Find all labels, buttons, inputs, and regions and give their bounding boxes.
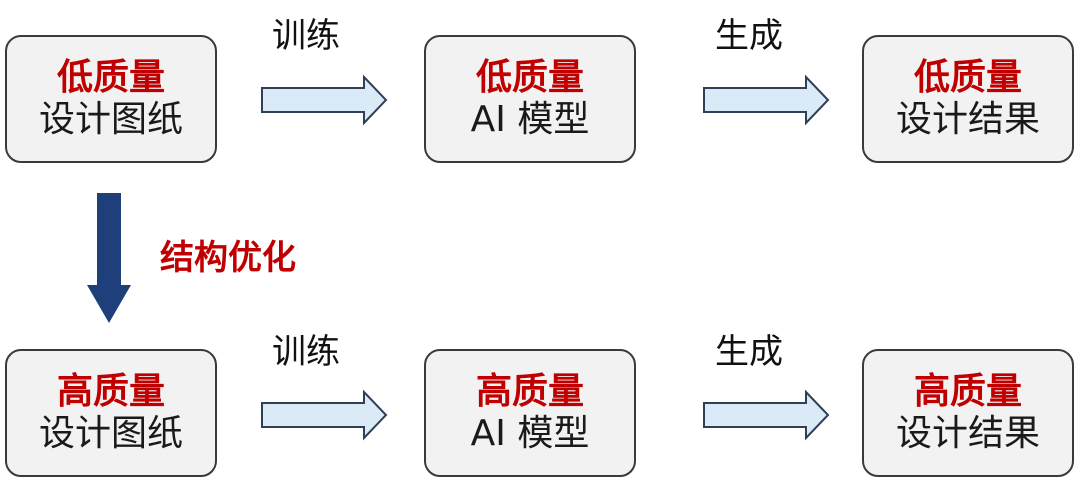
box-title: 高质量 bbox=[56, 371, 165, 412]
generate-arrow-right-icon bbox=[703, 389, 830, 441]
structure-optimization-label: 结构优化 bbox=[160, 238, 296, 278]
high-quality-ai-model-box: 高质量 AI 模型 bbox=[424, 349, 636, 477]
low-quality-drawings-box: 低质量 设计图纸 bbox=[5, 35, 217, 163]
optimize-arrow-down-icon bbox=[87, 193, 131, 323]
train-label: 训练 bbox=[272, 332, 340, 372]
low-quality-ai-model-box: 低质量 AI 模型 bbox=[424, 35, 636, 163]
train-arrow-right-icon bbox=[261, 74, 388, 126]
generate-arrow-right-icon bbox=[703, 74, 830, 126]
train-label: 训练 bbox=[272, 16, 340, 56]
high-quality-drawings-box: 高质量 设计图纸 bbox=[5, 349, 217, 477]
box-title: 低质量 bbox=[475, 57, 584, 98]
box-subtitle: AI 模型 bbox=[470, 413, 590, 454]
high-quality-results-box: 高质量 设计结果 bbox=[862, 349, 1074, 477]
box-subtitle: 设计图纸 bbox=[38, 99, 183, 140]
box-subtitle: 设计结果 bbox=[895, 99, 1040, 140]
train-arrow-right-icon bbox=[261, 389, 388, 441]
generate-label: 生成 bbox=[715, 16, 783, 56]
box-title: 低质量 bbox=[913, 57, 1022, 98]
generate-label: 生成 bbox=[715, 332, 783, 372]
box-title: 高质量 bbox=[475, 371, 584, 412]
box-subtitle: 设计结果 bbox=[895, 413, 1040, 454]
box-subtitle: 设计图纸 bbox=[38, 413, 183, 454]
box-title: 高质量 bbox=[913, 371, 1022, 412]
low-quality-results-box: 低质量 设计结果 bbox=[862, 35, 1074, 163]
box-subtitle: AI 模型 bbox=[470, 99, 590, 140]
box-title: 低质量 bbox=[56, 57, 165, 98]
